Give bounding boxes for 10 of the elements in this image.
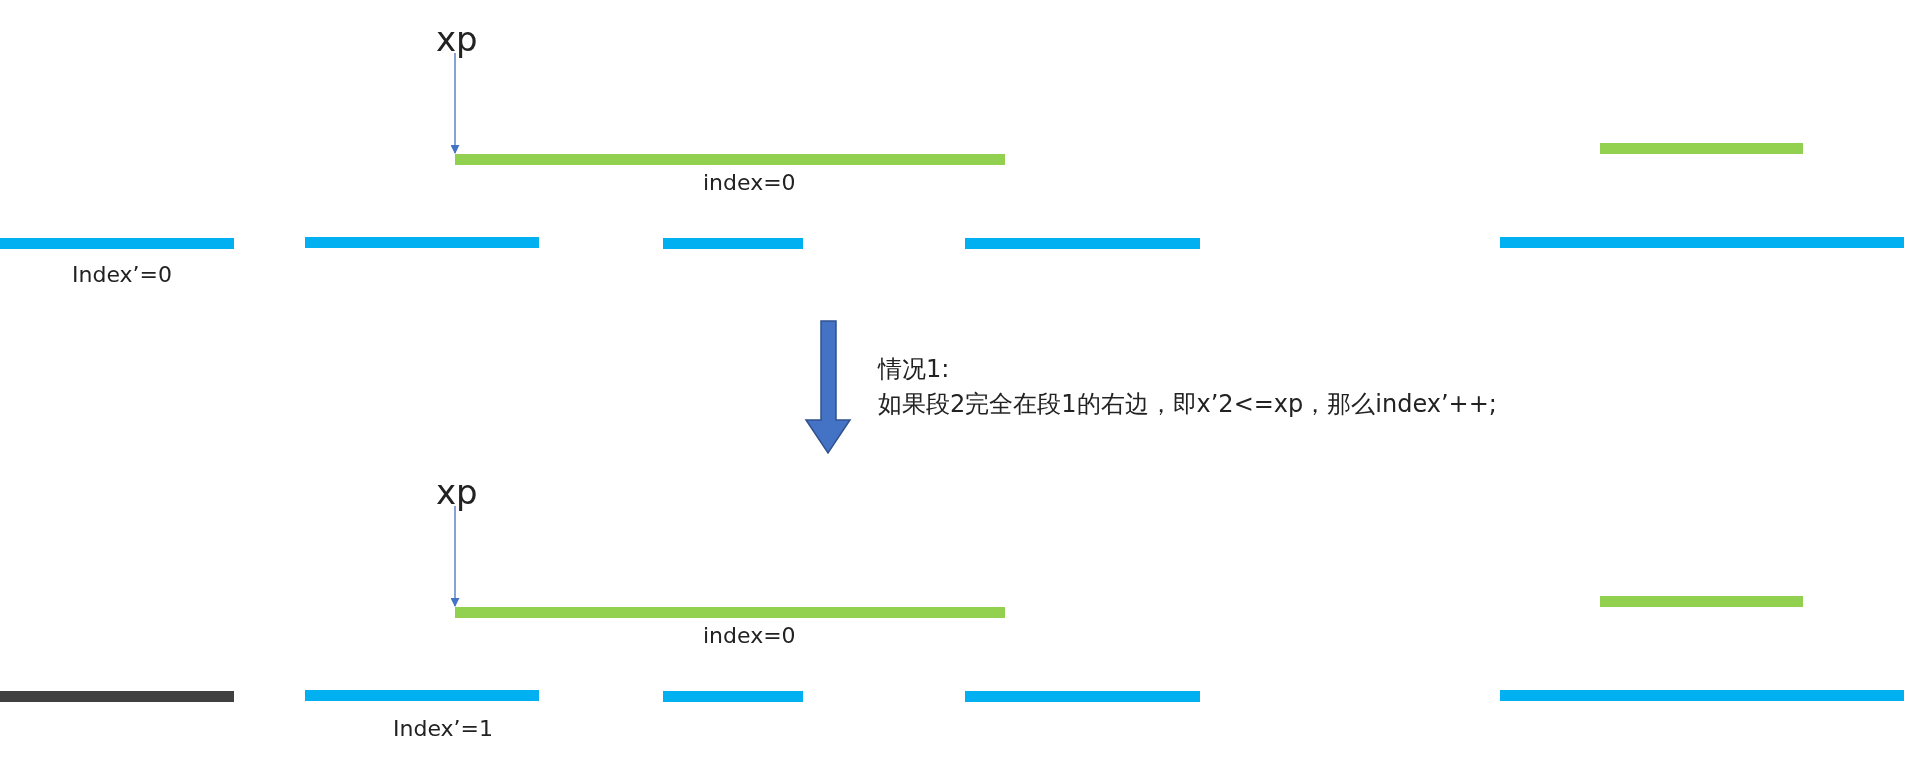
index-label: Index’=1 (393, 716, 493, 742)
note-text: 如果段2完全在段1的右边，即x’2<=xp，那么index’++; (878, 389, 1497, 419)
index-label: index=0 (703, 170, 796, 196)
arrow (450, 505, 460, 607)
index-label: index=0 (703, 623, 796, 649)
variable-label: xp (436, 472, 478, 512)
index-label: Index’=0 (72, 262, 172, 288)
note-text: 情况1: (878, 354, 950, 384)
variable-label: xp (436, 19, 478, 59)
arrow (450, 52, 460, 154)
